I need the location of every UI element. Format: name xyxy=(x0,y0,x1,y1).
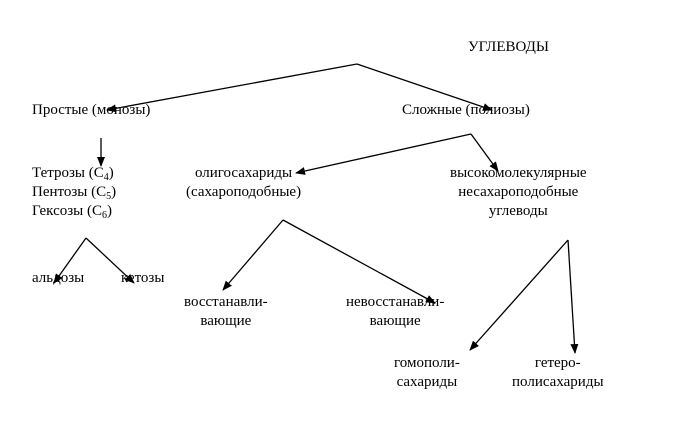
node-high-molecular-carbohydrates: высокомолекулярные несахароподобные угле… xyxy=(450,165,587,219)
edge-hexoses-to-ketoses xyxy=(85,237,135,284)
node-simple-monoses: Простые (монозы) xyxy=(32,102,151,118)
node-heteropolysaccharides: гетеро- полисахариды xyxy=(512,355,604,390)
node-complex-polyoses: Сложные (полиозы) xyxy=(402,102,530,118)
edge-highmolecular-to-heteropolysaccharides xyxy=(567,239,579,354)
node-oligosaccharides: олигосахариды (сахароподобные) xyxy=(186,165,302,200)
edge-complex-to-oligosaccharides xyxy=(295,133,472,175)
label-tetroses: Тетрозы (С4) xyxy=(32,165,114,183)
edge-root-to-complex xyxy=(356,63,493,111)
root-node-carbohydrates: УГЛЕВОДЫ xyxy=(468,39,549,55)
node-homopolysaccharides: гомополи- сахариды xyxy=(394,355,460,390)
edge-oligosaccharides-to-reducing xyxy=(222,219,284,291)
node-reducing: восстанавли- вающие xyxy=(184,294,268,329)
edge-complex-to-highmolecular xyxy=(470,133,499,172)
node-aldoses: альдозы xyxy=(32,270,85,286)
edge-hexoses-to-aldoses xyxy=(53,237,87,284)
edge-root-to-simple xyxy=(106,63,358,113)
node-non-reducing: невосстанавли- вающие xyxy=(346,294,445,329)
node-ketoses: кетозы xyxy=(121,270,165,286)
edge-highmolecular-to-homopolysaccharides xyxy=(469,239,569,351)
edge-oligosaccharides-to-nonreducing xyxy=(282,219,436,304)
label-pentoses: Пентозы (С5) xyxy=(32,184,117,202)
label-hexoses: Гексозы (С6) xyxy=(32,203,113,221)
node-monosaccharide-types: Тетрозы (С4) Пентозы (С5) Гексозы (С6) xyxy=(32,164,116,221)
